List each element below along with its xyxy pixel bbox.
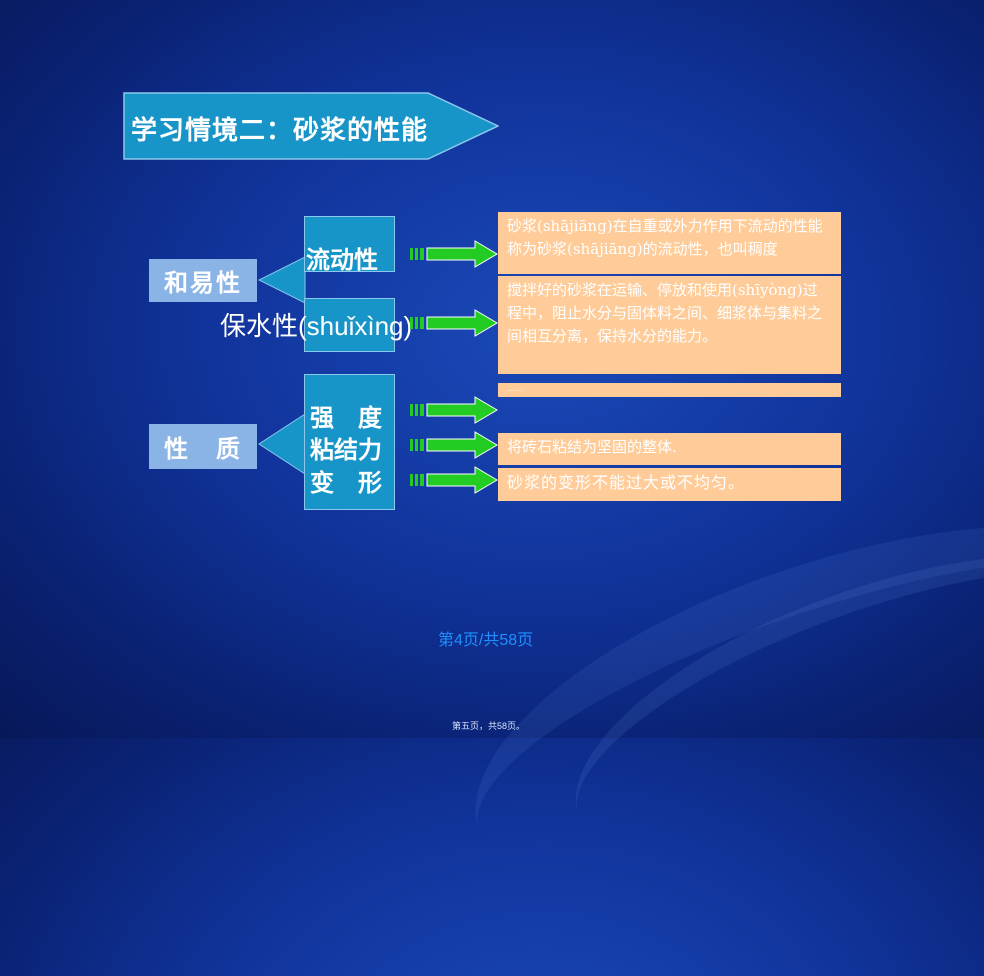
fluidity-box	[304, 216, 395, 272]
footer-note: 第五页，共58页。	[452, 721, 526, 731]
water-retention-box	[304, 298, 395, 352]
arrow-deformation	[410, 466, 498, 494]
slide-title: 学习情境二：砂浆的性能	[131, 116, 429, 146]
arrow-bonding	[410, 431, 498, 459]
callout-deformation: 砂浆的变形不能过大或不均匀。	[498, 468, 841, 501]
callout-bonding: 将砖石粘结为坚固的整体.	[498, 433, 841, 465]
workability-label: 和易性	[149, 259, 257, 302]
arrow-fluidity	[410, 240, 498, 268]
property-label: 性 质	[149, 424, 257, 469]
left-arrow-property	[258, 413, 306, 475]
property-terms-box	[304, 374, 395, 510]
title-banner	[123, 92, 499, 160]
callout-strength: ……	[498, 383, 841, 397]
term-fluidity: 流动性	[306, 245, 378, 274]
term-deformation: 变 形	[310, 468, 382, 497]
callout-water-retention: 搅拌好的砂浆在运输、停放和使用(shīyòng)过程中，阻止水分与固体料之间、细…	[498, 276, 841, 374]
term-bonding: 粘结力	[310, 435, 382, 464]
page-indicator: 第4页/共58页	[438, 632, 534, 649]
term-strength: 强 度	[310, 403, 382, 432]
callout-fluidity: 砂浆(shājiāng)在自重或外力作用下流动的性能称为砂浆(shājiāng)…	[498, 212, 841, 274]
arrow-strength	[410, 396, 498, 424]
arrow-water-retention	[410, 309, 498, 337]
left-arrow-workability	[258, 256, 306, 304]
term-water-retention: 保水性(shuǐxìng)	[220, 311, 413, 341]
